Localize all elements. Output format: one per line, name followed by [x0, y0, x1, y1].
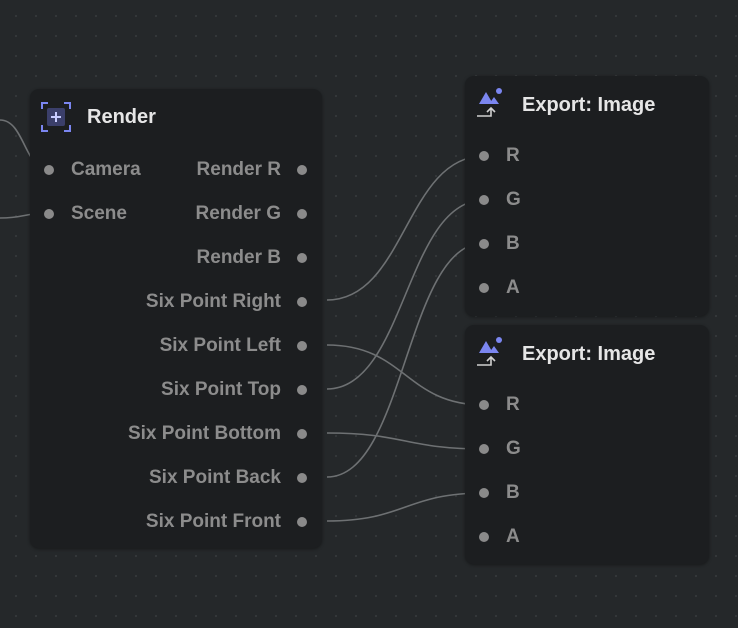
- wire: [326, 492, 485, 522]
- wire: [326, 242, 485, 478]
- output-label: Six Point Back: [149, 467, 281, 488]
- wire: [326, 155, 485, 301]
- input-socket[interactable]: [479, 532, 489, 542]
- wire: [326, 199, 485, 390]
- output-label: Render B: [196, 247, 281, 268]
- node-title: Export: Image: [522, 343, 656, 365]
- output-socket[interactable]: [297, 429, 307, 439]
- output-label: Six Point Left: [159, 335, 281, 356]
- output-socket[interactable]: [297, 517, 307, 527]
- channel-label: G: [506, 438, 521, 459]
- channel-label: R: [506, 394, 520, 415]
- node-title: Render: [87, 106, 156, 128]
- input-socket[interactable]: [479, 239, 489, 249]
- input-socket[interactable]: [479, 488, 489, 498]
- output-label: Render R: [196, 159, 281, 180]
- input-socket[interactable]: [44, 209, 54, 219]
- input-socket[interactable]: [44, 165, 54, 175]
- input-label: Scene: [71, 203, 127, 224]
- channel-label: G: [506, 189, 521, 210]
- channel-label: R: [506, 145, 520, 166]
- output-label: Six Point Bottom: [127, 423, 281, 444]
- output-label: Six Point Front: [145, 511, 281, 532]
- input-socket[interactable]: [479, 195, 489, 205]
- image-export-icon: [477, 88, 502, 117]
- output-socket[interactable]: [297, 209, 307, 219]
- output-socket[interactable]: [297, 473, 307, 483]
- output-socket[interactable]: [297, 385, 307, 395]
- input-socket[interactable]: [479, 400, 489, 410]
- channel-label: A: [506, 526, 520, 547]
- input-label: Camera: [71, 159, 141, 180]
- channel-label: B: [506, 482, 520, 503]
- input-socket[interactable]: [479, 444, 489, 454]
- output-socket[interactable]: [297, 253, 307, 263]
- input-socket[interactable]: [479, 151, 489, 161]
- node-title: Export: Image: [522, 94, 656, 116]
- wire: [326, 432, 485, 450]
- output-label: Six Point Right: [145, 291, 281, 312]
- channel-label: B: [506, 233, 520, 254]
- input-socket[interactable]: [479, 283, 489, 293]
- output-socket[interactable]: [297, 165, 307, 175]
- render-icon: [41, 102, 71, 132]
- channel-label: A: [506, 277, 520, 298]
- output-label: Render G: [195, 203, 281, 224]
- wire: [326, 344, 485, 406]
- output-socket[interactable]: [297, 341, 307, 351]
- image-export-icon: [477, 337, 502, 366]
- output-label: Six Point Top: [161, 379, 281, 400]
- output-socket[interactable]: [297, 297, 307, 307]
